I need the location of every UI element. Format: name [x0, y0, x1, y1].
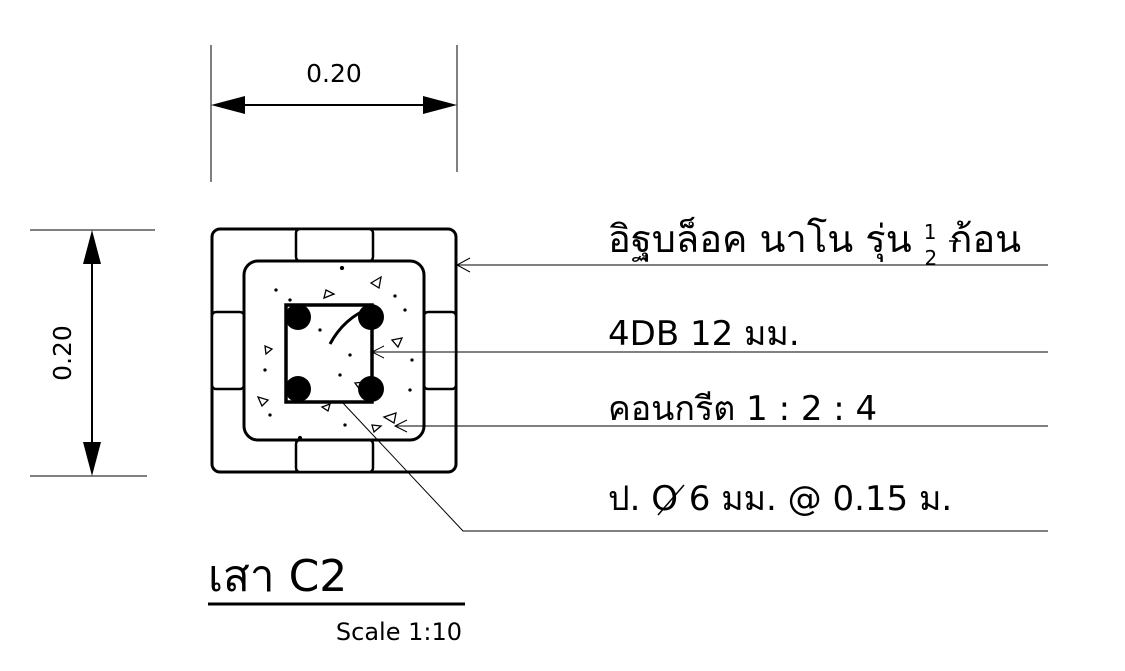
scale-label: Scale 1:10: [336, 618, 462, 646]
diameter-symbol: O: [651, 479, 678, 519]
leader-lines: [341, 257, 1048, 532]
arrow-right-icon: [423, 96, 457, 114]
callout-stirrup: ป. O 6 มม. @ 0.15 ม.: [608, 479, 952, 519]
drawing-title: เสา C2 Scale 1:10: [208, 551, 465, 646]
arrow-left-icon: [211, 96, 245, 114]
rebar-bottom-right: [358, 376, 384, 402]
height-dimension-label: 0.20: [48, 325, 77, 381]
leader-rebar-arrow-icon: [370, 345, 385, 359]
leader-concrete-arrow-icon: [393, 419, 408, 433]
arrow-up-icon: [83, 230, 101, 264]
block-lug-left: [210, 310, 246, 391]
width-dimension-label: 0.20: [306, 59, 362, 88]
callout-rebar: 4DB 12 มม.: [608, 314, 800, 354]
stirrup-tie: [284, 303, 374, 404]
concrete-aggregate-hatch: [256, 265, 414, 441]
diameter-slash: [657, 484, 685, 516]
leader-stirrup: [341, 401, 1048, 532]
arrow-down-icon: [83, 442, 101, 476]
block-lug-bottom: [294, 438, 375, 474]
rebar-top-left: [285, 304, 311, 330]
leader-block-arrow-icon: [455, 257, 471, 273]
column-title: เสา C2: [208, 551, 347, 602]
block-lug-right: [422, 310, 458, 391]
column-section: [210, 227, 458, 474]
left-dimension: 0.20: [30, 229, 155, 477]
rebar-bottom-left: [285, 376, 311, 402]
top-dimension: 0.20: [210, 45, 458, 182]
block-lug-top: [294, 227, 375, 263]
callout-concrete: คอนกรีต 1 : 2 : 4: [608, 389, 877, 429]
rebar-top-right: [358, 304, 384, 330]
